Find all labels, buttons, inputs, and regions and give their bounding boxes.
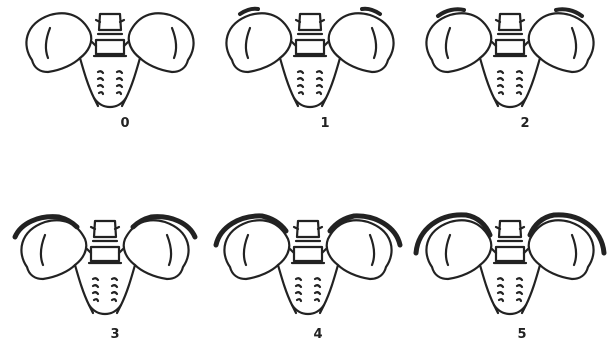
pelvis-outline [26, 13, 193, 107]
pelvis-stage-4 [216, 216, 400, 314]
pelvis-stage-2 [426, 9, 593, 107]
pelvis-outline [21, 220, 188, 314]
stage-label: 0 [105, 116, 145, 131]
stage-label: 4 [298, 327, 338, 342]
left-iliac-apophysis [15, 217, 77, 237]
stage-label: 3 [95, 327, 135, 342]
pelvis-outline [426, 220, 593, 314]
pelvis-outline [224, 220, 391, 314]
stage-label: 2 [505, 116, 545, 131]
pelvis-stage-1 [226, 9, 393, 107]
pelvis-outline [426, 13, 593, 107]
stage-label: 1 [305, 116, 345, 131]
right-iliac-apophysis [133, 217, 195, 237]
pelvis-stage-5 [416, 215, 604, 314]
pelvis-stage-3 [15, 217, 195, 314]
stage-label: 5 [502, 327, 542, 342]
pelvis-stage-0 [26, 13, 193, 107]
pelvis-outline [226, 13, 393, 107]
